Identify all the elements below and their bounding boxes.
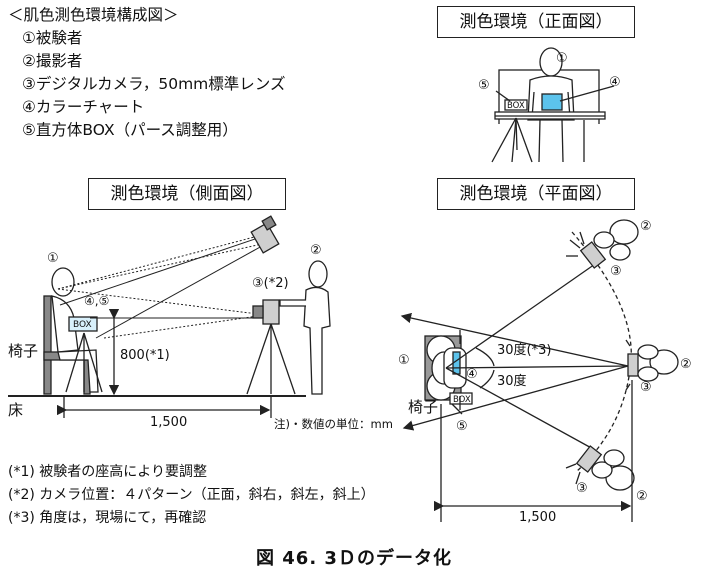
figure-caption: 図 46. 3Ｄのデータ化	[256, 548, 452, 569]
legend-item-photographer: ②撮影者	[22, 52, 83, 70]
plan-photographer-label-top: ②	[640, 219, 652, 234]
plan-distance-dim: 1,500	[519, 510, 556, 525]
side-chair-back	[43, 295, 52, 395]
side-box	[68, 316, 98, 332]
side-camera-body	[262, 299, 280, 325]
side-subject-body	[51, 295, 79, 353]
plan-sight-center	[445, 365, 629, 369]
side-chair-label: 椅子	[8, 342, 38, 360]
side-label-subject: ①	[47, 251, 59, 266]
side-distance-dim: 1,500	[150, 415, 187, 430]
plan-box-text: BOX	[453, 395, 471, 405]
side-view-title: 測色環境（側面図）	[88, 178, 286, 210]
plan-camera-arc	[571, 231, 632, 473]
side-label-photographer: ②	[310, 243, 322, 258]
plan-right-camera	[627, 353, 639, 377]
plan-view-title: 測色環境（平面図）	[437, 178, 635, 210]
plan-camera-label-bottom: ③	[576, 481, 588, 496]
front-label-chart: ④	[609, 75, 621, 90]
plan-top-camera	[579, 241, 607, 269]
front-color-chart	[541, 93, 563, 111]
plan-sight-lower	[445, 367, 596, 451]
plan-camera-label-top: ③	[610, 264, 622, 279]
plan-box	[449, 392, 473, 405]
side-photographer-head	[308, 260, 328, 288]
front-label-box: ⑤	[478, 78, 490, 93]
legend-title: ＜肌色測色環境構成図＞	[8, 6, 179, 24]
plan-photographer-label-bottom: ②	[636, 489, 648, 504]
plan-photographer-label-right: ②	[680, 357, 692, 372]
plan-angle-top: 30度(*3)	[497, 342, 551, 358]
side-height-dim: 800(*1)	[120, 348, 170, 363]
side-unit-note: 注)・数値の単位：mm	[274, 417, 393, 431]
side-upper-camera	[250, 215, 280, 254]
legend-item-chart: ④カラーチャート	[22, 98, 145, 116]
plan-sight-upper	[445, 261, 599, 369]
side-floor-label: 床	[8, 401, 23, 419]
plan-bottom-camera	[575, 445, 603, 473]
front-box	[504, 99, 528, 111]
legend-item-camera: ③デジタルカメラ，50mm標準レンズ	[22, 75, 286, 93]
front-view-title: 測色環境（正面図）	[437, 6, 635, 38]
side-label-chart-box: ④,⑤	[84, 294, 109, 308]
plan-angle-bottom: 30度	[497, 373, 527, 389]
front-tripod-leg	[491, 117, 517, 163]
plan-camera-label-right: ③	[640, 380, 652, 395]
front-box-text: BOX	[507, 101, 525, 111]
plan-view-drawing	[400, 219, 679, 522]
side-camera-lens	[252, 305, 264, 319]
legend-item-subject: ①被験者	[22, 29, 83, 47]
side-view-drawing	[8, 215, 331, 418]
legend-item-box: ⑤直方体BOX（パース調整用）	[22, 121, 238, 139]
plan-chair-label: 椅子	[408, 398, 438, 416]
side-subject-head	[51, 267, 75, 297]
footnote-3: (*3) 角度は，現場にて，再確認	[8, 510, 207, 526]
front-label-subject: ①	[556, 51, 568, 66]
plan-label-subject: ①	[398, 353, 410, 368]
side-label-camera: ③(*2)	[252, 276, 289, 291]
plan-label-chart: ④	[466, 367, 478, 382]
front-view-drawing	[491, 47, 615, 163]
footnote-2: (*2) カメラ位置：４パターン（正面，斜右，斜左，斜上）	[8, 487, 375, 503]
plan-label-box: ⑤	[456, 419, 468, 434]
side-photographer-body	[303, 286, 331, 395]
footnote-1: (*1) 被験者の座高により要調整	[8, 464, 208, 480]
side-box-text: BOX	[73, 320, 92, 330]
